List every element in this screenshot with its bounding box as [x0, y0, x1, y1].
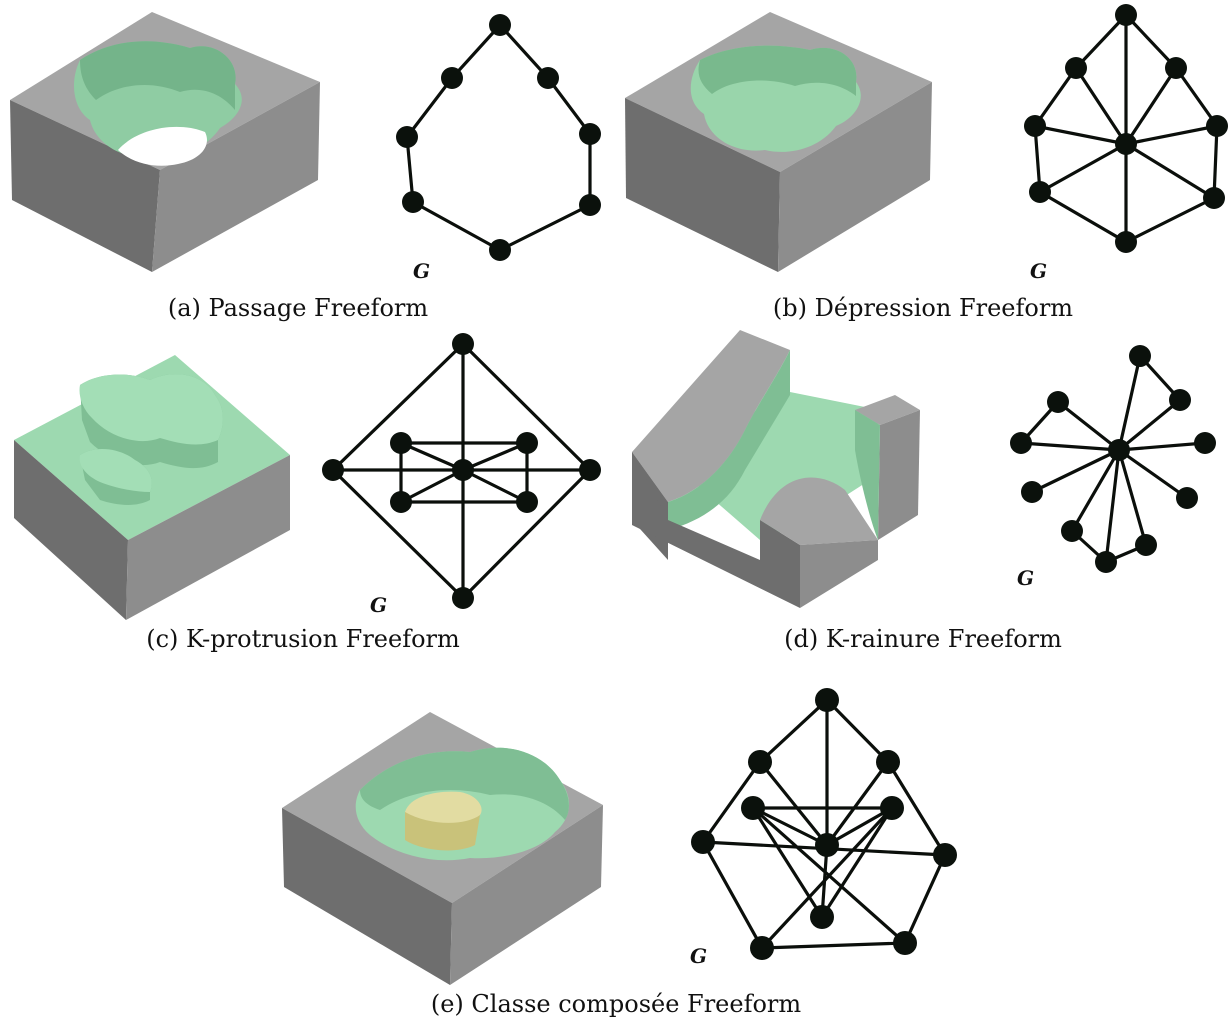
graph-e-node — [815, 833, 839, 857]
graph-d-node — [1010, 432, 1032, 454]
panel-c: G (c) K-protrusion Freeform — [14, 333, 601, 653]
graph-d-node — [1061, 520, 1083, 542]
graph-c: G — [322, 333, 601, 617]
graph-c-label: G — [370, 593, 387, 617]
graph-e-node — [815, 688, 839, 712]
caption-c: (c) K-protrusion Freeform — [146, 625, 460, 653]
graph-c-node — [452, 587, 474, 609]
graph-b-label: G — [1030, 259, 1047, 283]
graph-e-node — [893, 931, 917, 955]
model-d-rainure — [632, 330, 920, 608]
graph-a-node — [396, 126, 418, 148]
graph-d-node — [1047, 391, 1069, 413]
graph-c-node — [452, 459, 474, 481]
graph-e-node — [691, 830, 715, 854]
graph-c-node — [390, 491, 412, 513]
graph-b-node — [1065, 57, 1087, 79]
graph-a-node — [489, 239, 511, 261]
graph-d-node — [1095, 551, 1117, 573]
graph-a-node — [537, 67, 559, 89]
model-c-protrusion — [14, 355, 290, 620]
graph-e-node — [750, 936, 774, 960]
graph-b-node — [1206, 115, 1228, 137]
panel-a: G (a) Passage Freeform — [10, 12, 601, 322]
graph-e: G — [690, 688, 957, 968]
panel-b: G (b) Dépression Freeform — [625, 4, 1228, 322]
graph-c-node — [390, 432, 412, 454]
graph-b-node — [1115, 4, 1137, 26]
graph-a-label: G — [413, 259, 430, 283]
graph-e-node — [876, 750, 900, 774]
graph-b-node — [1029, 181, 1051, 203]
graph-d: G — [1010, 345, 1216, 590]
graph-a-node — [489, 14, 511, 36]
graph-b-node — [1115, 133, 1137, 155]
caption-d: (d) K-rainure Freeform — [784, 625, 1062, 653]
graph-a-node — [579, 194, 601, 216]
graph-e-node — [748, 750, 772, 774]
graph-d-node — [1108, 439, 1130, 461]
graph-b-node — [1115, 231, 1137, 253]
panel-e: G (e) Classe composée Freeform — [282, 688, 957, 1018]
graph-e-node — [933, 843, 957, 867]
graph-d-node — [1169, 389, 1191, 411]
caption-e: (e) Classe composée Freeform — [431, 990, 802, 1018]
panel-d: G (d) K-rainure Freeform — [632, 330, 1216, 653]
caption-a: (a) Passage Freeform — [168, 294, 429, 322]
graph-e-node — [810, 905, 834, 929]
model-e-composite — [282, 712, 603, 985]
graph-a-node — [402, 191, 424, 213]
graph-c-node — [516, 432, 538, 454]
graph-e-node — [880, 796, 904, 820]
caption-b: (b) Dépression Freeform — [773, 294, 1073, 322]
graph-b: G — [1024, 4, 1228, 283]
graph-d-label: G — [1017, 566, 1034, 590]
graph-d-node — [1176, 487, 1198, 509]
graph-d-node — [1021, 481, 1043, 503]
graph-e-node — [741, 796, 765, 820]
model-b-depression — [625, 12, 932, 272]
graph-a-node — [441, 67, 463, 89]
graph-c-node — [322, 459, 344, 481]
graph-c-node — [452, 333, 474, 355]
graph-b-node — [1203, 187, 1225, 209]
graph-c-node — [516, 491, 538, 513]
graph-a-node — [579, 123, 601, 145]
graph-d-node — [1135, 534, 1157, 556]
graph-a: G — [396, 14, 601, 283]
graph-d-node — [1194, 432, 1216, 454]
graph-e-label: G — [690, 944, 707, 968]
graph-b-node — [1024, 115, 1046, 137]
graph-b-node — [1165, 57, 1187, 79]
graph-d-node — [1129, 345, 1151, 367]
graph-c-node — [579, 459, 601, 481]
model-a-passage — [10, 12, 320, 272]
